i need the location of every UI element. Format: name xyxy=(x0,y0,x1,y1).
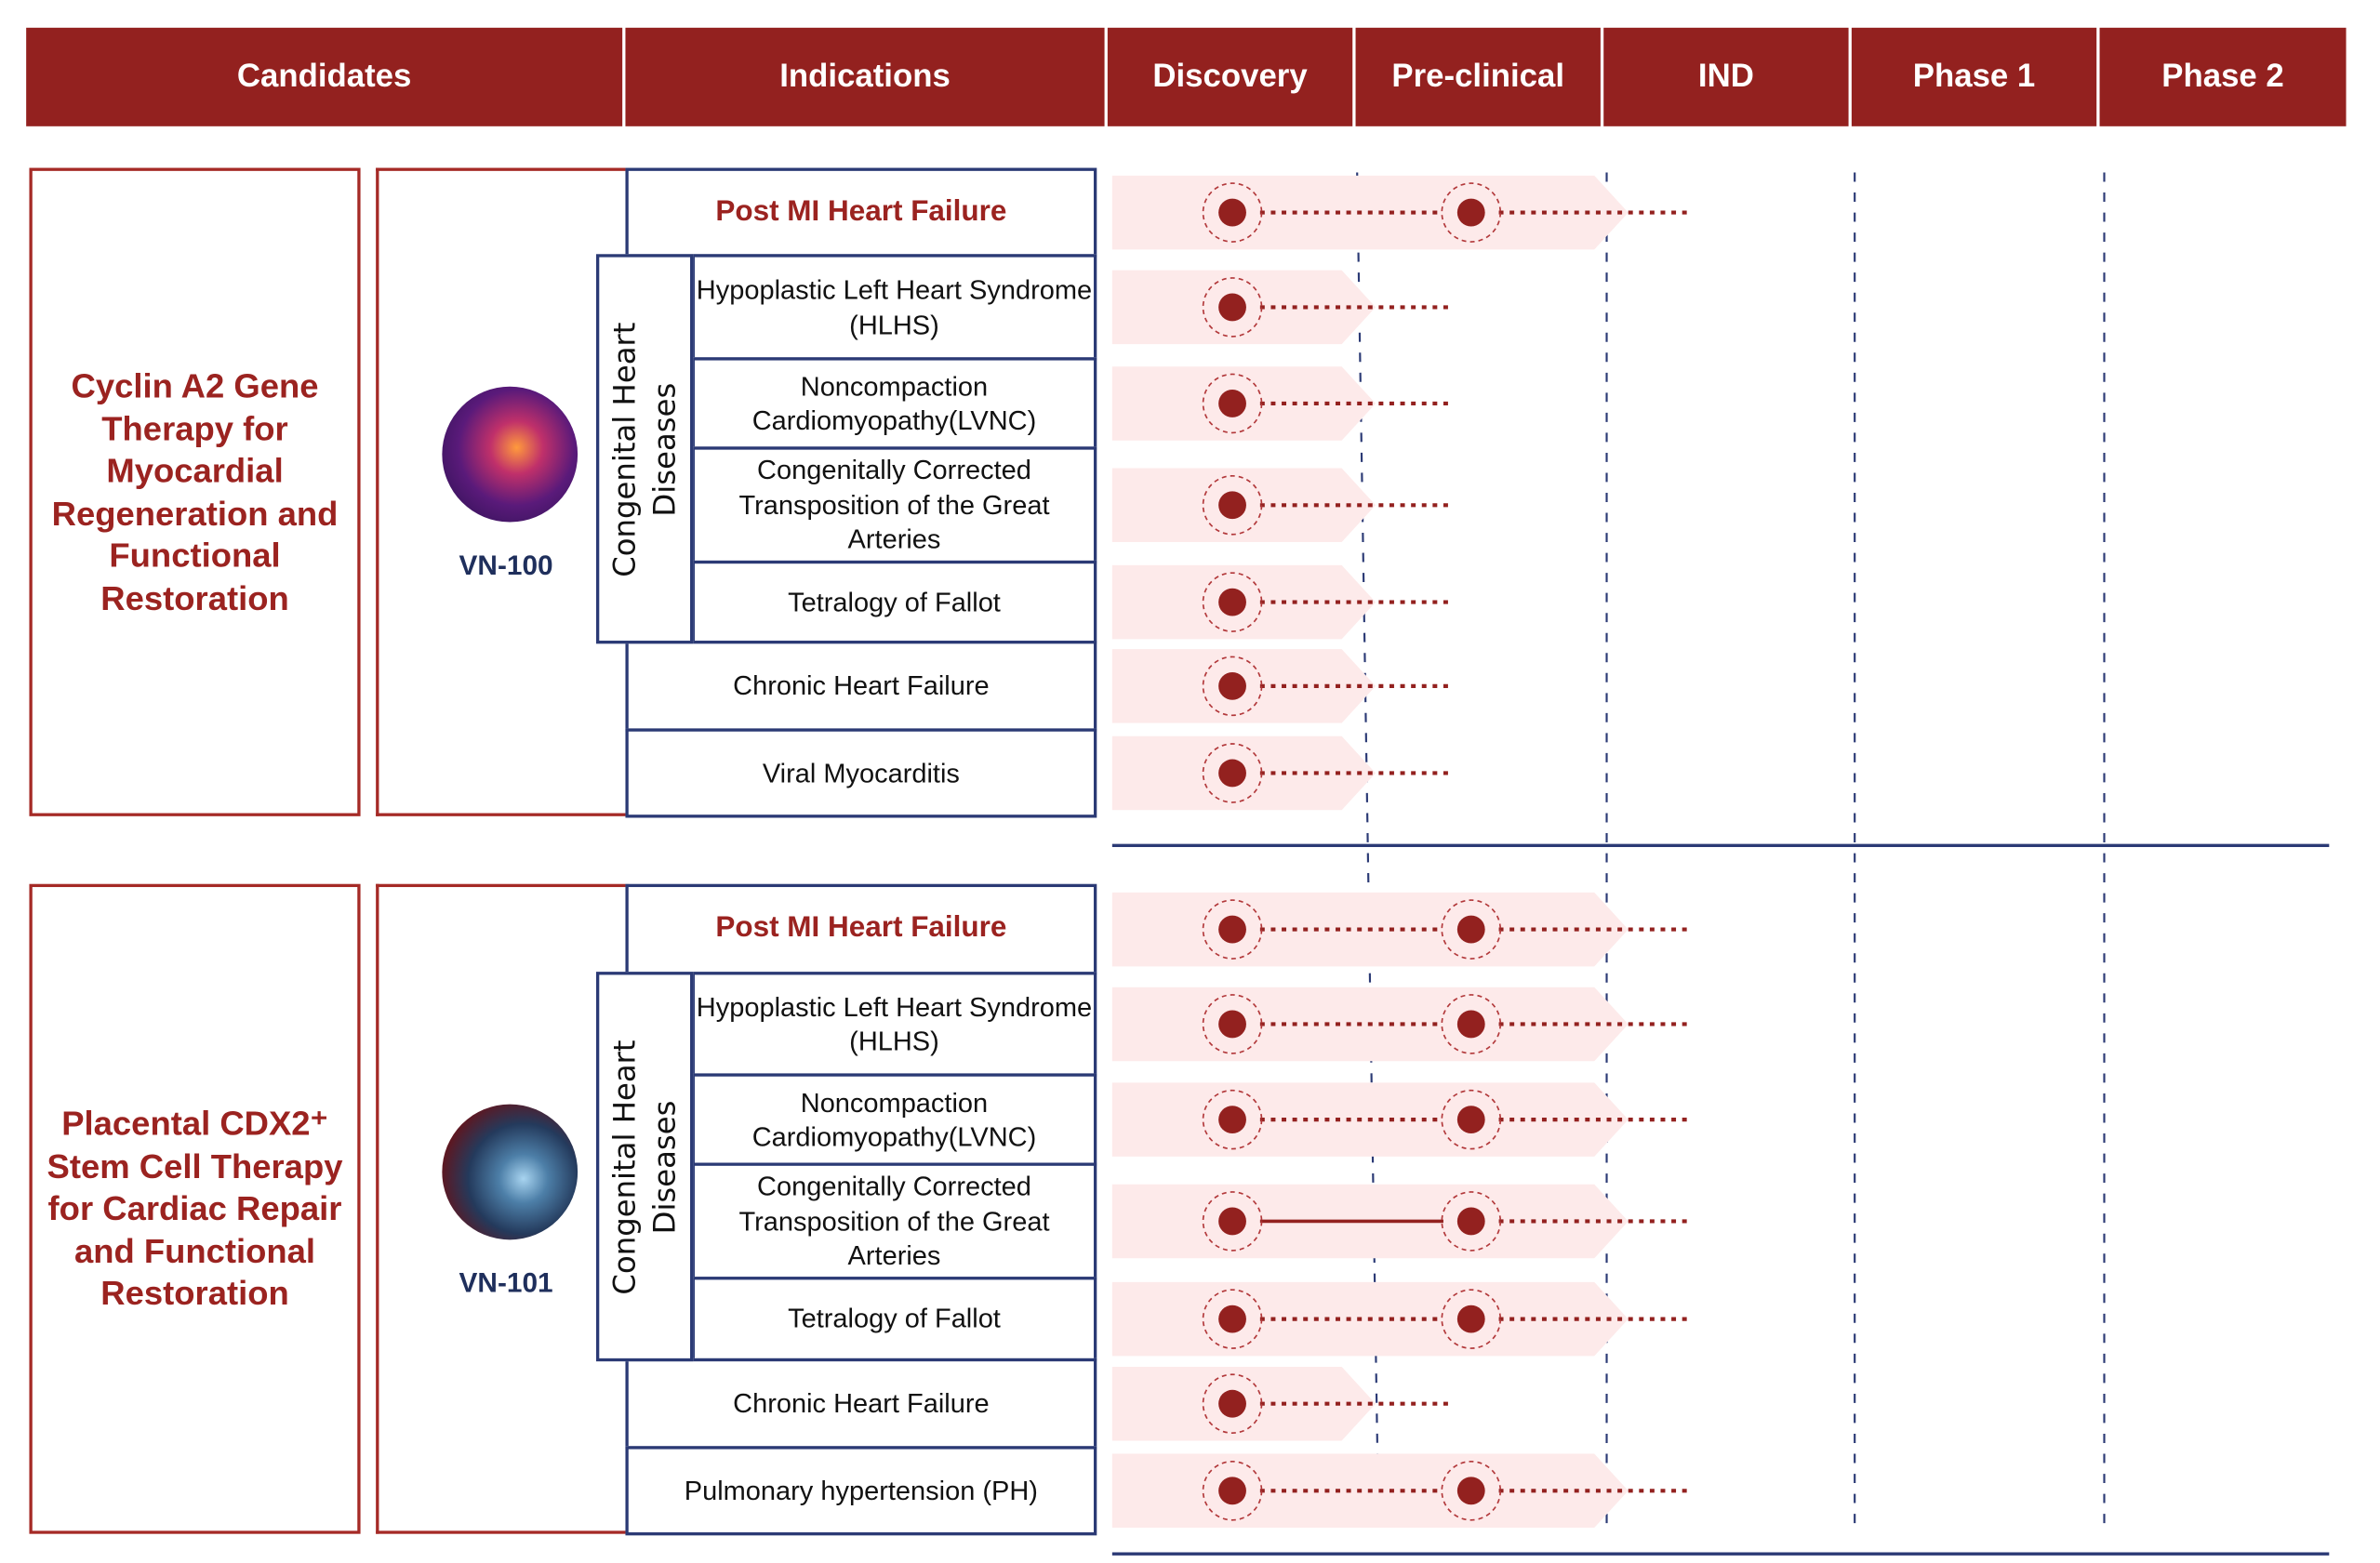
milestone-dot-icon xyxy=(1456,1305,1485,1333)
indication-cell: Hypoplastic Left Heart Syndrome (HLHS) xyxy=(691,972,1097,1077)
milestone-ring-icon xyxy=(1202,743,1263,803)
indication-cell: Noncompaction Cardiomyopathy(LVNC) xyxy=(691,1073,1097,1166)
milestone-dot-icon xyxy=(1218,915,1246,944)
subgroup-label: Congenital Heart Diseases xyxy=(605,321,682,576)
candidate-image-box: VN-100 xyxy=(376,167,629,816)
candidate-title: Cyclin A2 Gene Therapy for Myocardial Re… xyxy=(29,167,361,816)
milestone-dot-icon xyxy=(1456,1010,1485,1039)
milestone-dot-icon xyxy=(1218,1010,1246,1039)
candidate-image-box: VN-101 xyxy=(376,883,629,1534)
milestone-dot-icon xyxy=(1218,671,1246,700)
indication-cell: Chronic Heart Failure xyxy=(625,1358,1097,1450)
subgroup-box: Congenital Heart Diseases xyxy=(595,254,694,644)
indication-cell: Post MI Heart Failure xyxy=(625,883,1097,975)
indication-cell: Congenitally Corrected Transposition of … xyxy=(691,446,1097,564)
milestone-dot-icon xyxy=(1218,198,1246,227)
milestone-dot-icon xyxy=(1218,1389,1246,1418)
milestone-ring-icon xyxy=(1202,277,1263,338)
milestone-dot-icon xyxy=(1218,390,1246,417)
milestone-dot-icon xyxy=(1218,1477,1246,1505)
indication-cell: Noncompaction Cardiomyopathy(LVNC) xyxy=(691,357,1097,450)
indication-cell: Chronic Heart Failure xyxy=(625,641,1097,732)
milestone-ring-icon xyxy=(1441,899,1502,960)
milestone-ring-icon xyxy=(1202,572,1263,632)
candidate-code: VN-101 xyxy=(459,1266,553,1298)
subgroup-box: Congenital Heart Diseases xyxy=(595,972,694,1362)
milestone-dot-icon xyxy=(1218,1106,1246,1134)
milestone-dot-icon xyxy=(1456,915,1485,944)
header-indications: Indications xyxy=(625,27,1105,126)
milestone-dot-icon xyxy=(1456,1477,1485,1505)
header-discovery: Discovery xyxy=(1107,27,1353,126)
indication-cell: Congenitally Corrected Transposition of … xyxy=(691,1162,1097,1280)
milestone-dot-icon xyxy=(1456,198,1485,227)
milestone-dot-icon xyxy=(1218,293,1246,322)
indication-cell: Tetralogy of Fallot xyxy=(691,1277,1097,1362)
milestone-ring-icon xyxy=(1202,182,1263,243)
header-candidates: Candidates xyxy=(26,27,623,126)
candidate-title: Placental CDX2⁺ Stem Cell Therapy for Ca… xyxy=(29,883,361,1534)
candidate-code: VN-100 xyxy=(459,550,553,581)
milestone-ring-icon xyxy=(1202,899,1263,960)
dna-helix-image xyxy=(442,386,578,523)
header-ind: IND xyxy=(1603,27,1849,126)
milestone-dot-icon xyxy=(1218,1305,1246,1333)
header-preclinical: Pre-clinical xyxy=(1355,27,1601,126)
milestone-dot-icon xyxy=(1218,491,1246,520)
milestone-dot-icon xyxy=(1218,588,1246,616)
milestone-dot-icon xyxy=(1218,1207,1246,1236)
header-phase2: Phase 2 xyxy=(2099,27,2347,126)
milestone-dot-icon xyxy=(1218,759,1246,788)
indication-cell: Tetralogy of Fallot xyxy=(691,560,1097,644)
indication-cell: Post MI Heart Failure xyxy=(625,167,1097,258)
milestone-dot-icon xyxy=(1456,1106,1485,1134)
indication-cell: Viral Myocarditis xyxy=(625,728,1097,818)
milestone-ring-icon xyxy=(1441,182,1502,243)
milestone-dot-icon xyxy=(1456,1207,1485,1236)
subgroup-label: Congenital Heart Diseases xyxy=(605,1039,682,1294)
stem-cells-image xyxy=(442,1103,578,1239)
header-phase1: Phase 1 xyxy=(1851,27,2097,126)
indication-cell: Pulmonary hypertension (PH) xyxy=(625,1446,1097,1536)
indication-cell: Hypoplastic Left Heart Syndrome (HLHS) xyxy=(691,254,1097,361)
